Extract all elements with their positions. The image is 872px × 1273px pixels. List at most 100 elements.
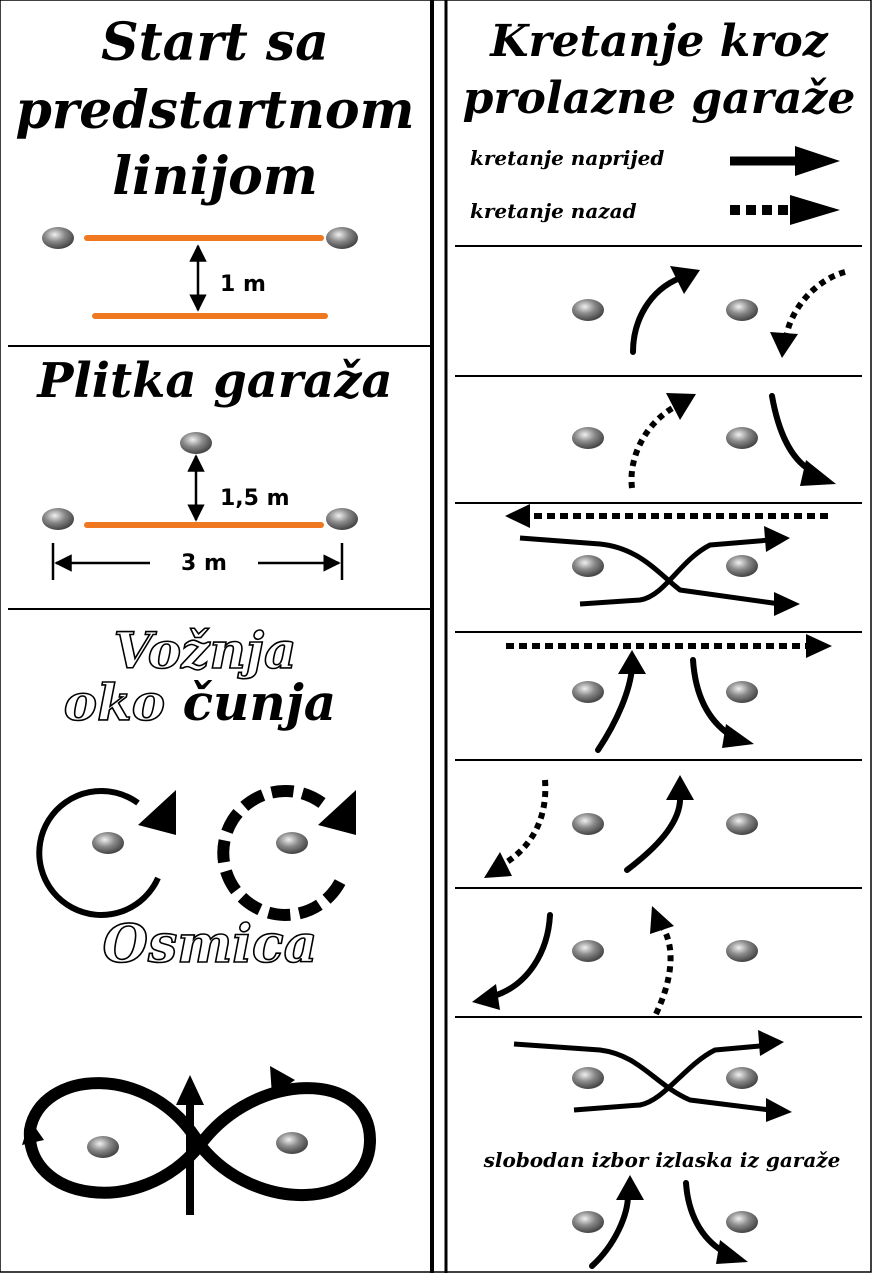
cone [726, 940, 758, 962]
cone [572, 299, 604, 321]
forward-circle-arrowhead [138, 790, 176, 835]
right-title-line1: Kretanje kroz [488, 16, 828, 67]
arrowhead [670, 266, 700, 294]
figure-eight-arrowhead-right [270, 1066, 295, 1096]
cone [326, 227, 358, 249]
start-line [92, 313, 328, 319]
forward-exit-arrow [595, 665, 635, 753]
pass-through-row [572, 393, 836, 489]
legend-backward-label: kretanje nazad [470, 199, 637, 223]
free-exit-section: slobodan izbor izlaska iz garaže [483, 1148, 841, 1269]
cone [726, 681, 758, 703]
start-title-line1: Start sa [101, 12, 329, 73]
crossing-path-a [513, 1041, 771, 1113]
cone [572, 681, 604, 703]
cone [572, 940, 604, 962]
backward-enter-arrow [783, 269, 846, 339]
garage-line [84, 522, 324, 528]
figure-eight-section: Osmica [22, 913, 377, 1215]
around-cone-section: Vožnja oko čunja [36, 620, 356, 921]
shallow-garage-section: Plitka garaža 1,5 m 3 m [35, 353, 393, 580]
start-title-line2: predstartnom [15, 80, 414, 141]
cone [726, 299, 758, 321]
backward-exit-arrow [498, 779, 549, 869]
crossing-path-b [573, 1043, 761, 1113]
arrowhead [766, 1098, 792, 1122]
legend-forward-label: kretanje naprijed [470, 146, 664, 170]
backward-circle-arrowhead [318, 790, 356, 835]
forward-enter-arrow [769, 393, 813, 473]
pass-through-row [484, 775, 758, 878]
around-title-cunja [165, 673, 182, 732]
cone [276, 1132, 308, 1154]
cone [42, 508, 74, 530]
cone [180, 432, 212, 454]
forward-exit-arrow [624, 792, 684, 873]
pass-through-row [572, 266, 846, 358]
arrowhead [618, 650, 646, 674]
start-title-line3: linijom [112, 146, 318, 207]
crossing-path-b [579, 537, 771, 607]
pass-through-row [506, 634, 832, 753]
arrowhead [666, 775, 694, 800]
around-title-oko: oko [64, 673, 165, 732]
figure-eight-arrowhead-left [22, 1120, 44, 1145]
start-gap-label: 1 m [220, 272, 266, 297]
arrowhead [800, 460, 836, 486]
arrowhead [484, 852, 512, 878]
backward-exit-arrow [628, 402, 680, 489]
free-exit-label: slobodan izbor izlaska iz garaže [483, 1148, 841, 1172]
arrowhead [666, 393, 696, 420]
cone [276, 832, 308, 854]
right-title-line2: prolazne garaže [463, 73, 856, 124]
cone [726, 1067, 758, 1089]
around-title-line2: oko čunja [64, 673, 336, 732]
arrowhead [770, 332, 798, 358]
backward-exit-arrow [653, 924, 674, 1016]
forward-enter-arrow [491, 912, 553, 999]
cone [92, 832, 124, 854]
cone [726, 427, 758, 449]
legend-forward-arrowhead [795, 146, 840, 176]
arrowhead [650, 906, 674, 934]
forward-enter-arrow [690, 657, 733, 738]
cone [726, 555, 758, 577]
cone [572, 813, 604, 835]
shallow-depth-label: 1,5 m [220, 486, 290, 511]
start-line-section: Start sa predstartnom linijom 1 m [15, 12, 415, 319]
figure-eight-arrowhead-up [176, 1075, 204, 1105]
pass-through-section: Kretanje kroz prolazne garaže kretanje n… [463, 16, 856, 225]
crossing-path-a [519, 535, 781, 607]
backward-circle-arrow [217, 784, 348, 921]
forward-exit-arrow [630, 275, 683, 355]
cone [326, 508, 358, 530]
cone [572, 427, 604, 449]
cone [726, 1211, 758, 1233]
around-title-cunja-word: čunja [183, 673, 337, 732]
figure-eight-path [23, 1077, 377, 1202]
forward-enter-arrow [683, 1180, 727, 1255]
arrowhead [505, 504, 530, 528]
pass-through-row [513, 1030, 792, 1122]
pass-through-row [505, 504, 828, 616]
pass-through-row [472, 906, 758, 1016]
forward-exit-arrow [589, 1192, 631, 1269]
around-title-line1: Vožnja [114, 621, 297, 680]
shallow-title: Plitka garaža [35, 353, 392, 409]
arrowhead [774, 592, 800, 616]
cone [726, 813, 758, 835]
cone [87, 1136, 119, 1158]
arrowhead [758, 1030, 784, 1056]
arrowhead [472, 984, 500, 1010]
legend-backward-arrowhead [790, 195, 840, 225]
cone [572, 555, 604, 577]
arrowhead [764, 526, 790, 552]
arrowhead [716, 1240, 748, 1264]
shallow-width-label: 3 m [181, 551, 227, 576]
forward-circle-arrow [36, 787, 161, 918]
cone [572, 1067, 604, 1089]
arrowhead [722, 724, 754, 748]
arrowhead [616, 1175, 644, 1200]
